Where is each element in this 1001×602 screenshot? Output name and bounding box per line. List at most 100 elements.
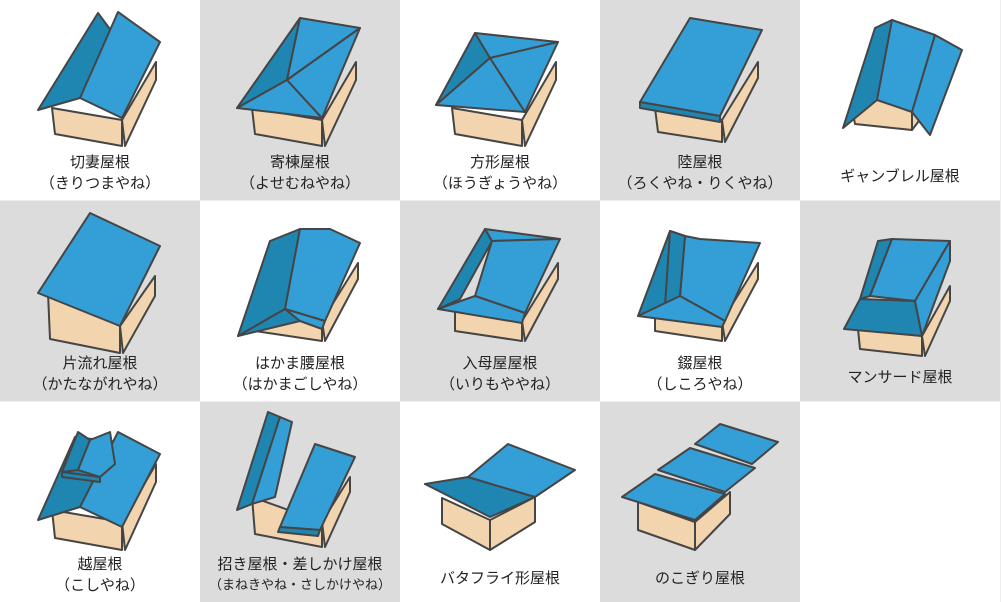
roof-surface	[914, 240, 951, 337]
roof-reading: （よせむねやね）	[239, 174, 360, 192]
roof-label: 方形屋根 （ほうぎょうやね）	[400, 152, 600, 194]
house-wall	[51, 509, 123, 551]
roof-name: はかま腰屋根	[254, 354, 345, 372]
roof-illustration-icon	[37, 431, 161, 551]
roof-reading: （こしやね）	[55, 576, 145, 594]
roof-surface	[621, 473, 726, 521]
roof-label: 越屋根 （こしやね）	[0, 554, 200, 596]
roof-name: 方形屋根	[469, 153, 530, 171]
house-wall	[694, 491, 731, 551]
house-wall	[721, 262, 759, 342]
roof-surface	[657, 447, 756, 493]
house-wall	[121, 61, 157, 147]
roof-name: 入母屋屋根	[462, 354, 538, 372]
roof-name: 切妻屋根	[69, 153, 130, 171]
roof-surface	[286, 27, 361, 119]
roof-type-card: のこぎり屋根	[600, 402, 800, 602]
roof-label: のこぎり屋根	[600, 568, 800, 589]
roof-illustration-icon	[236, 17, 361, 147]
roof-type-card: はかま腰屋根 （はかまごしやね）	[200, 201, 400, 401]
roof-name: 招き屋根・差しかけ屋根	[217, 555, 383, 573]
roof-name: のこぎり屋根	[654, 569, 745, 587]
roof-surface	[61, 471, 101, 483]
house-wall	[721, 61, 759, 143]
roof-label: 招き屋根・差しかけ屋根 （まねきやね・さしかけやね）	[200, 554, 400, 596]
roof-type-card: 寄棟屋根 （よせむねやね）	[200, 0, 400, 200]
empty-cell	[800, 402, 1000, 602]
roof-type-card: 陸屋根 （ろくやね・りくやね）	[600, 0, 800, 200]
roof-label: はかま腰屋根 （はかまごしやね）	[200, 353, 400, 395]
roof-illustration-icon	[37, 11, 161, 147]
roof-illustration-icon	[437, 228, 561, 342]
roof-name: バタフライ形屋根	[439, 569, 560, 587]
roof-illustration-icon	[621, 423, 779, 551]
roof-illustration-icon	[843, 238, 951, 357]
house-wall	[119, 275, 156, 354]
roof-label: 片流れ屋根 （かたながれやね）	[0, 353, 200, 395]
roof-name: 陸屋根	[677, 153, 723, 171]
roof-surface	[639, 101, 721, 123]
house-wall	[51, 107, 123, 147]
house-wall	[521, 61, 557, 147]
house-wall	[921, 285, 951, 357]
roof-type-card: 切妻屋根 （きりつまやね）	[0, 0, 200, 200]
roof-surface	[277, 526, 321, 537]
roof-illustration-icon	[424, 443, 576, 551]
roof-reading: （かたながれやね）	[32, 375, 168, 393]
roof-reading: （ろくやね・りくやね）	[617, 174, 783, 192]
roof-surface	[694, 423, 779, 465]
roof-type-card: ギャンブレル屋根	[800, 0, 1000, 200]
roof-type-card: 方形屋根 （ほうぎょうやね）	[400, 0, 600, 200]
roof-label: 寄棟屋根 （よせむねやね）	[200, 152, 400, 194]
roof-name: 寄棟屋根	[269, 153, 330, 171]
house-wall	[521, 262, 559, 342]
roof-reading: （はかまごしやね）	[232, 375, 368, 393]
roof-name: 越屋根	[77, 555, 123, 573]
house-wall	[321, 476, 351, 548]
roof-surface	[467, 443, 576, 498]
roof-surface	[843, 298, 923, 337]
roof-reading: （しころやね）	[647, 375, 753, 393]
roof-label: マンサード屋根	[800, 367, 1000, 388]
roof-surface	[37, 212, 161, 327]
roof-illustration-icon	[842, 19, 963, 136]
roof-surface	[79, 11, 161, 119]
roof-type-card: 入母屋屋根 （いりもややね）	[400, 201, 600, 401]
roof-surface	[637, 295, 726, 328]
house-wall	[321, 61, 357, 147]
roof-illustration-icon	[236, 411, 356, 548]
roof-name: マンサード屋根	[847, 368, 953, 386]
roof-reading: （きりつまやね）	[39, 174, 161, 192]
roof-surface	[911, 34, 963, 136]
roof-surface	[437, 295, 526, 324]
roof-type-card: 錣屋根 （しころやね）	[600, 201, 800, 401]
roof-type-card: マンサード屋根	[800, 201, 1000, 401]
roof-label: バタフライ形屋根	[400, 568, 600, 589]
roof-type-card: バタフライ形屋根	[400, 402, 600, 602]
house-wall	[321, 262, 359, 342]
roof-label: 入母屋屋根 （いりもややね）	[400, 353, 600, 395]
roof-reading: （いりもややね）	[439, 375, 560, 393]
roof-label: 切妻屋根 （きりつまやね）	[0, 152, 200, 194]
roof-surface	[284, 228, 361, 322]
roof-type-card: 越屋根 （こしやね）	[0, 402, 200, 602]
roof-illustration-icon	[435, 32, 559, 147]
house-wall	[451, 107, 523, 147]
roof-illustration-icon	[637, 230, 761, 342]
roof-reading: （ほうぎょうやね）	[432, 174, 568, 192]
roof-surface	[251, 416, 293, 505]
roof-label: 陸屋根 （ろくやね・りくやね）	[600, 152, 800, 194]
roof-type-card: 招き屋根・差しかけ屋根 （まねきやね・さしかけやね）	[200, 402, 400, 602]
roof-illustration-icon	[639, 17, 763, 143]
roof-name: 錣屋根	[677, 354, 723, 372]
roof-surface	[284, 308, 326, 330]
roof-name: ギャンブレル屋根	[840, 167, 960, 185]
roof-reading: （まねきやね・さしかけやね）	[208, 578, 391, 593]
roof-surface	[489, 41, 559, 113]
roof-name: 片流れ屋根	[62, 354, 138, 372]
roof-illustration-icon	[237, 228, 361, 342]
roof-label: 錣屋根 （しころやね）	[600, 353, 800, 395]
roof-type-card: 片流れ屋根 （かたながれやね）	[0, 201, 200, 401]
roof-illustration-icon	[37, 212, 161, 354]
